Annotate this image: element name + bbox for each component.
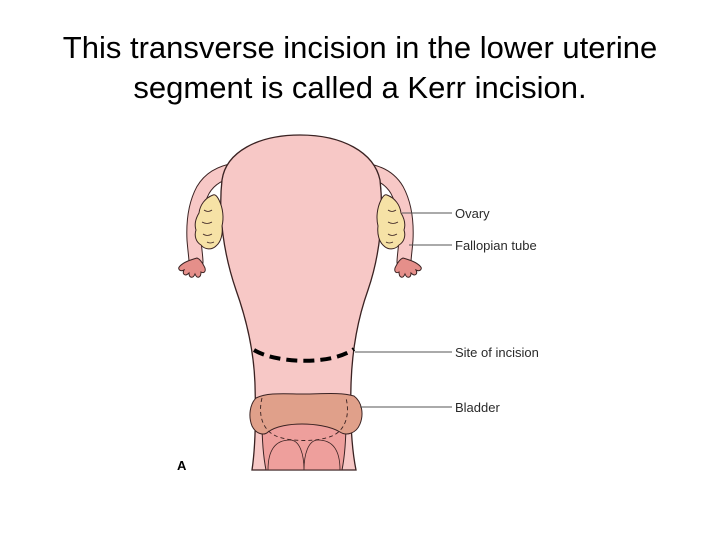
bladder-dashed-outline <box>260 397 348 441</box>
left-fimbriae <box>178 257 206 278</box>
bladder <box>249 393 363 435</box>
bladder-label: Bladder <box>455 400 500 415</box>
incision-line <box>252 347 356 363</box>
right-fallopian-tube <box>356 162 414 270</box>
left-fallopian-tube <box>186 162 244 270</box>
slide-title: This transverse incision in the lower ut… <box>62 30 658 105</box>
fallopian-tube-label: Fallopian tube <box>455 238 537 253</box>
right-ovary <box>376 194 406 250</box>
right-fimbriae <box>394 257 422 278</box>
panel-letter: A <box>177 458 187 473</box>
site-of-incision-label: Site of incision <box>455 345 539 360</box>
ovary-label: Ovary <box>455 206 490 221</box>
left-ovary <box>194 194 224 250</box>
